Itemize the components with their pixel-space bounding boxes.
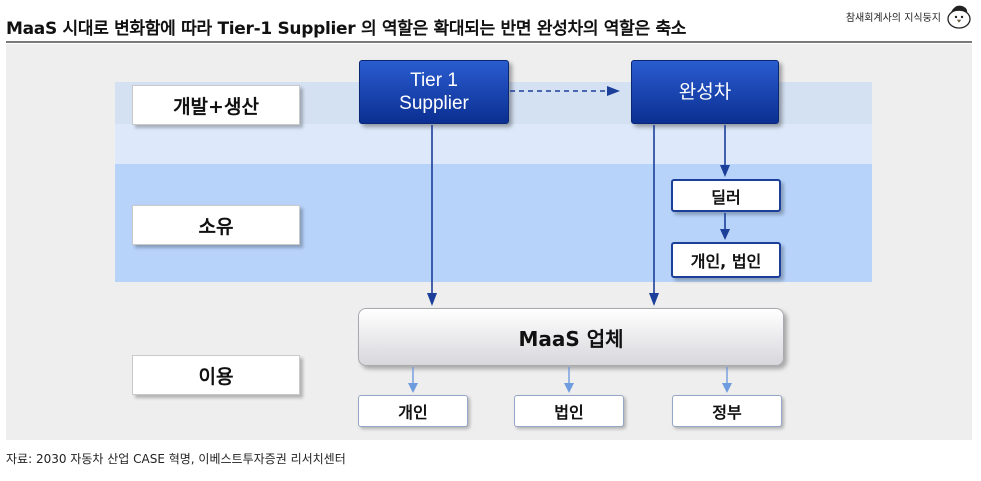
individual-corporate-box: 개인, 법인 xyxy=(671,242,781,278)
arrow-maas-to-corporate xyxy=(564,367,574,393)
arrow-maas-to-individual xyxy=(408,367,418,393)
arrow-maas-to-government xyxy=(722,367,732,393)
page-title: MaaS 시대로 변화함에 따라 Tier-1 Supplier 의 역할은 확… xyxy=(6,19,687,39)
role-diagram: 개발+생산 소유 이용 Tier 1 Supplier 완성차 딜러 개인, 법… xyxy=(6,44,972,440)
oem-box: 완성차 xyxy=(631,60,779,124)
tier1-label-line1: Tier 1 xyxy=(410,70,458,91)
row-label-dev-production: 개발+생산 xyxy=(132,85,300,125)
tier1-supplier-box: Tier 1 Supplier xyxy=(359,60,509,124)
title-divider xyxy=(6,41,972,43)
bird-icon xyxy=(947,5,971,29)
blog-logo: 참새회계사의 지식둥지 xyxy=(815,2,973,30)
user-individual-box: 개인 xyxy=(358,395,468,427)
blog-logo-text: 참새회계사의 지식둥지 xyxy=(845,12,941,24)
tier1-label-line2: Supplier xyxy=(399,93,469,114)
band-transition xyxy=(115,124,872,164)
user-corporate-box: 법인 xyxy=(514,395,624,427)
row-label-usage: 이용 xyxy=(132,355,300,395)
source-note: 자료: 2030 자동차 산업 CASE 혁명, 이베스트투자증권 리서치센터 xyxy=(6,452,346,466)
user-government-box: 정부 xyxy=(672,395,782,427)
row-label-ownership: 소유 xyxy=(132,205,300,245)
maas-company-box: MaaS 업체 xyxy=(358,308,784,366)
dealer-box: 딜러 xyxy=(671,179,781,212)
oem-label: 완성차 xyxy=(678,81,732,103)
